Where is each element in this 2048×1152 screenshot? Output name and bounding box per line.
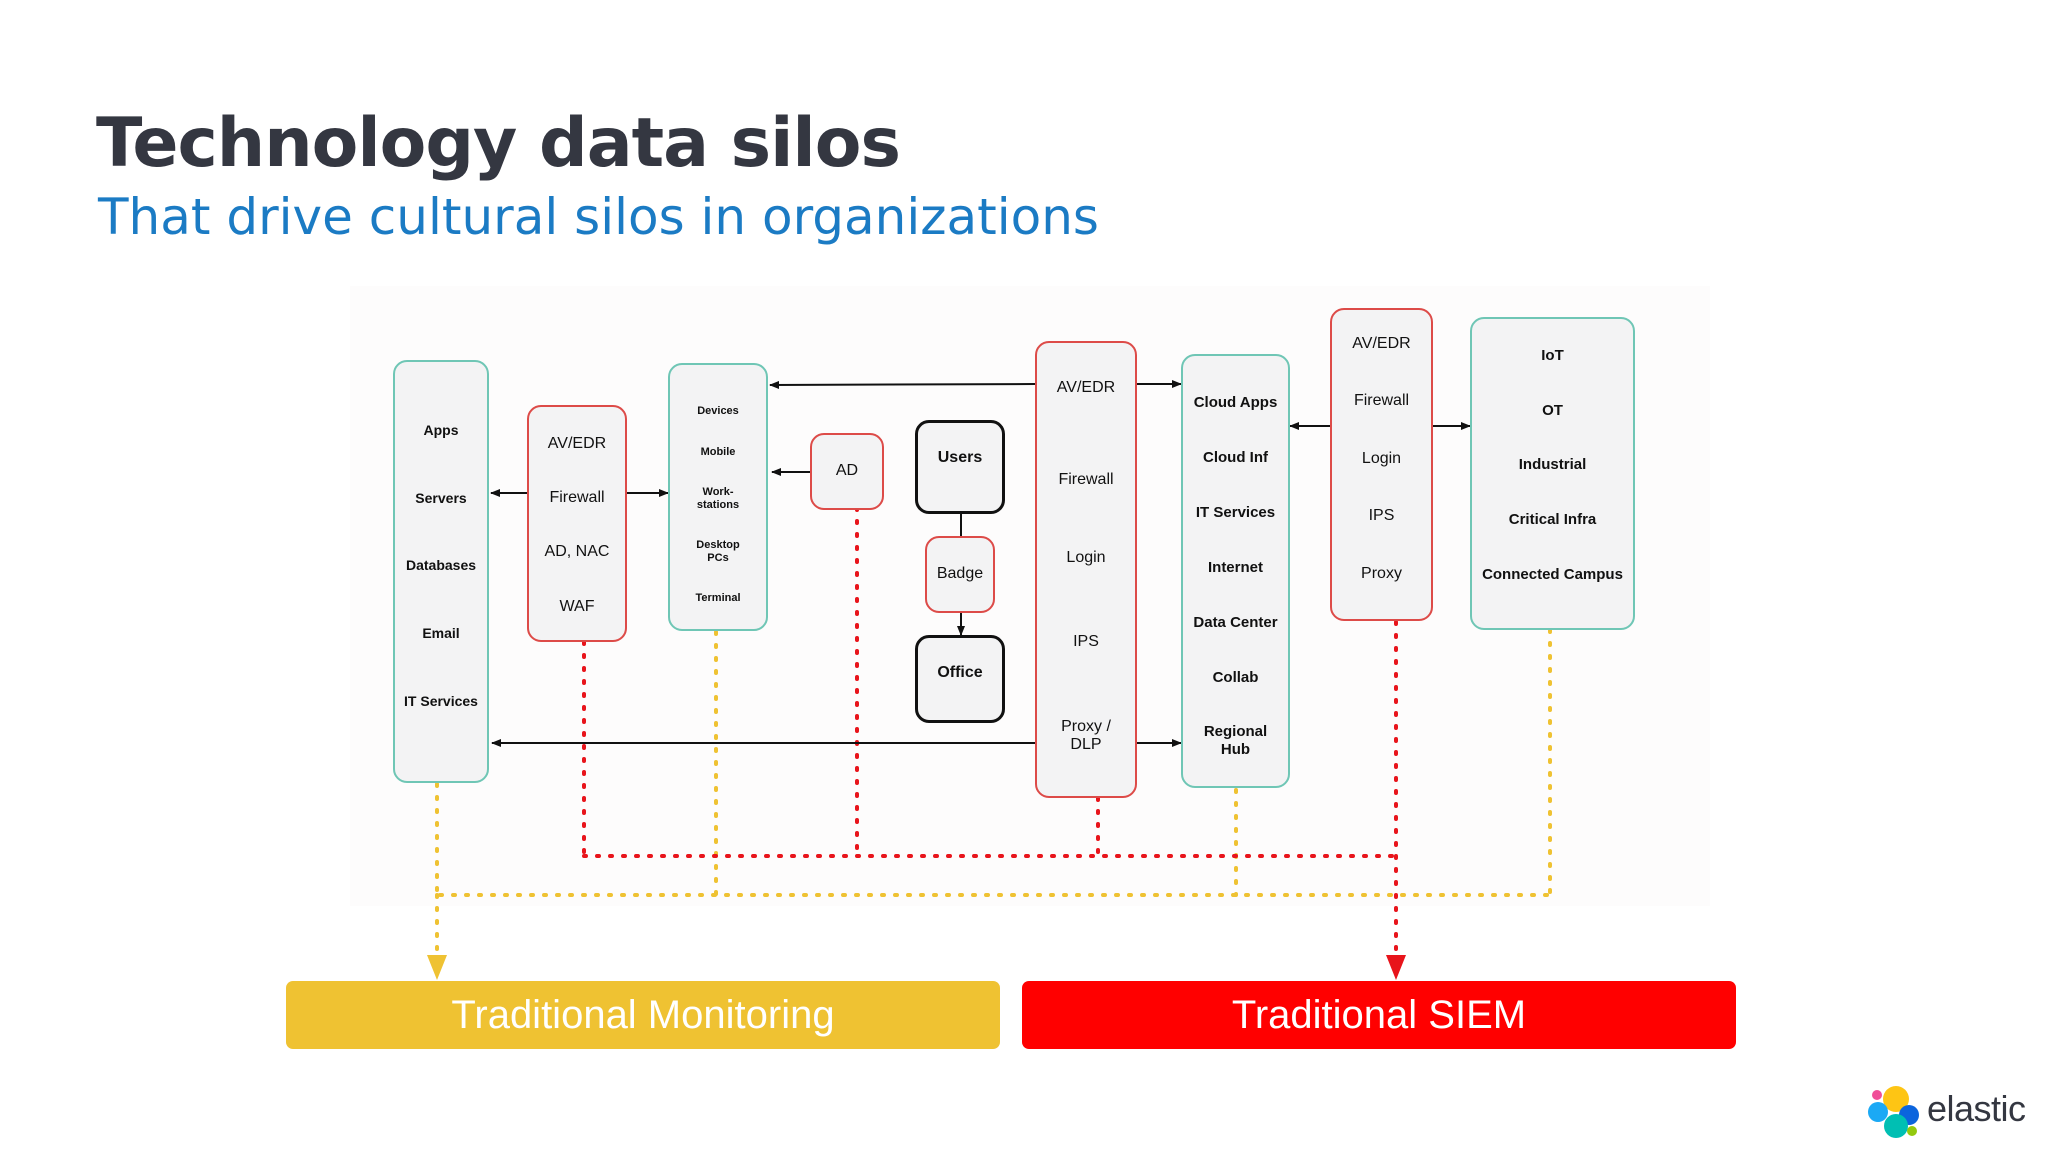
iot-item-industrial: Industrial	[1518, 456, 1587, 474]
siem-feed-lines	[582, 506, 1398, 957]
cloud-data-center: Data Center	[1193, 613, 1278, 631]
traditional-monitoring-label: Traditional Monitoring	[451, 992, 835, 1037]
control-ad-nac: AD, NAC	[544, 543, 610, 561]
group-item-it-services: IT Services	[404, 692, 478, 709]
siem-arrowhead	[1386, 955, 1406, 980]
security-controls-right: AV/EDR Firewall Login IPS Proxy	[1330, 308, 1433, 621]
traditional-siem-label: Traditional SIEM	[1231, 992, 1527, 1037]
device-mobile: Mobile	[700, 445, 736, 458]
group-item-servers: Servers	[415, 489, 467, 506]
elastic-logo: elastic	[1866, 1084, 2026, 1140]
monitoring-feed-lines	[435, 628, 1552, 957]
device-header: Devices	[697, 405, 739, 417]
group-item-apps: Apps	[423, 422, 459, 438]
badge-label: Badge	[936, 565, 984, 583]
traditional-siem-bar: Traditional SIEM	[1022, 981, 1736, 1049]
control-ips: IPS	[1368, 507, 1395, 525]
group-item-databases: Databases	[405, 557, 477, 574]
iot-item-iot: IoT	[1541, 347, 1564, 364]
device-workstations: Work- stations	[696, 486, 740, 511]
control-av-edr: AV/EDR	[1056, 379, 1116, 396]
iot-item-ot: OT	[1542, 401, 1563, 419]
device-desktop-pcs: Desktop PCs	[696, 539, 740, 564]
devices-group: Devices Mobile Work- stations Desktop PC…	[668, 363, 768, 631]
cloud-apps: Cloud Apps	[1193, 394, 1278, 411]
cloud-inf: Cloud Inf	[1203, 448, 1268, 466]
page-title: Technology data silos	[96, 104, 901, 183]
traditional-monitoring-bar: Traditional Monitoring	[286, 981, 1000, 1049]
ad-label: AD	[835, 462, 859, 480]
badge-node: Badge	[925, 536, 995, 613]
control-firewall: Firewall	[1058, 471, 1114, 489]
control-login: Login	[1361, 449, 1402, 467]
elastic-wordmark: elastic	[1927, 1088, 2026, 1129]
control-firewall: Firewall	[1353, 392, 1410, 410]
control-av-edr: AV/EDR	[547, 435, 607, 452]
control-proxy-dlp: Proxy / DLP	[1061, 717, 1111, 753]
device-terminal: Terminal	[695, 592, 741, 605]
ad-node: AD	[810, 433, 884, 510]
office-node: Office	[915, 635, 1005, 723]
control-firewall: Firewall	[549, 489, 605, 507]
control-waf: WAF	[559, 597, 595, 615]
iot-ot-group: IoT OT Industrial Critical Infra Connect…	[1470, 317, 1635, 630]
apps-servers-group: Apps Servers Databases Email IT Services	[393, 360, 489, 783]
users-node: Users	[915, 420, 1005, 514]
group-item-email: Email	[422, 625, 460, 642]
control-login: Login	[1066, 548, 1106, 566]
security-controls-left: AV/EDR Firewall AD, NAC WAF	[527, 405, 627, 642]
cloud-regional-hub: Regional Hub	[1203, 723, 1268, 758]
iot-item-critical-infra: Critical Infra	[1508, 511, 1597, 529]
cloud-collab: Collab	[1212, 668, 1259, 686]
security-controls-center: AV/EDR Firewall Login IPS Proxy / DLP	[1035, 341, 1137, 798]
control-proxy: Proxy	[1361, 564, 1402, 582]
cloud-group: Cloud Apps Cloud Inf IT Services Interne…	[1181, 354, 1290, 788]
iot-item-connected-campus: Connected Campus	[1482, 565, 1623, 583]
control-av-edr: AV/EDR	[1352, 335, 1411, 352]
monitoring-arrowhead	[427, 955, 447, 980]
cloud-it-services: IT Services	[1195, 503, 1276, 521]
elastic-logo-icon	[1868, 1086, 1919, 1138]
control-ips: IPS	[1073, 633, 1099, 651]
page-subtitle: That drive cultural silos in organizatio…	[98, 188, 1099, 246]
users-label: Users	[937, 449, 983, 466]
office-label: Office	[937, 664, 983, 681]
cloud-internet: Internet	[1207, 558, 1263, 576]
